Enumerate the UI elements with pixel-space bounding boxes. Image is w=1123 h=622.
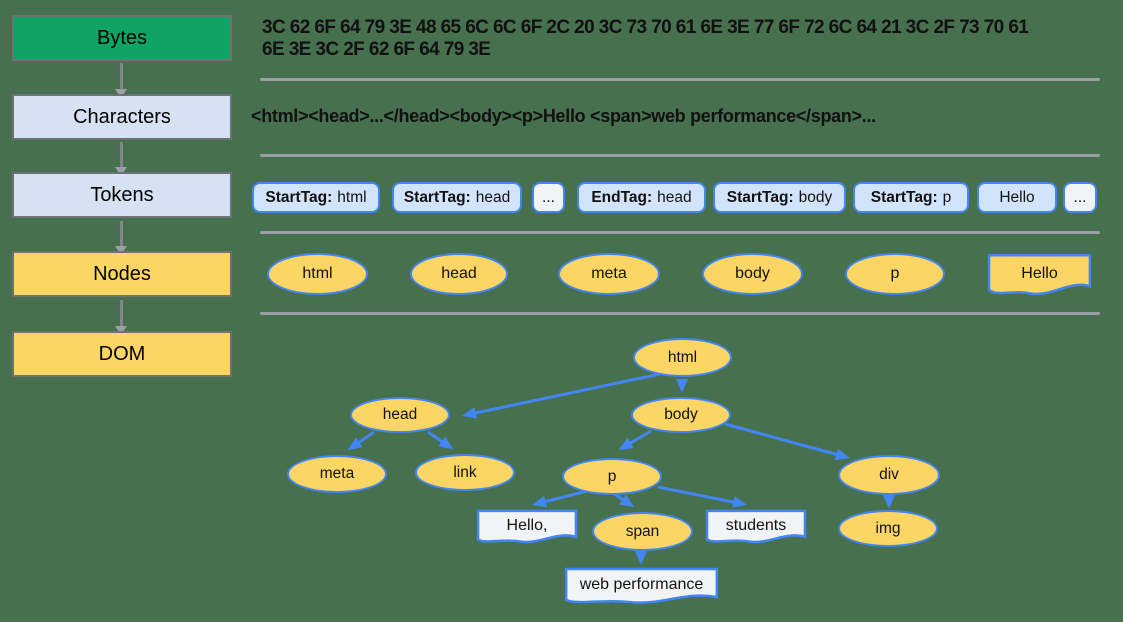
- node-label: img: [875, 519, 901, 537]
- node-body: body: [702, 253, 803, 295]
- down-arrow-icon: [114, 142, 127, 176]
- token-value: head: [657, 188, 692, 206]
- bytes-hex-line-1: 3C 62 6F 64 79 3E 48 65 6C 6C 6F 2C 20 3…: [262, 17, 1029, 38]
- token-value: Hello: [999, 188, 1035, 206]
- pipeline-box-characters: Characters: [12, 94, 232, 140]
- section-divider: [260, 312, 1100, 315]
- token-kind: StartTag:: [870, 188, 938, 206]
- token-starttag-body: StartTag:body: [713, 182, 846, 213]
- edge-body-p: [618, 429, 652, 451]
- dom-node-hello-text: Hello,: [476, 509, 578, 546]
- edge-head-meta: [347, 430, 375, 451]
- token-starttag-html: StartTag:html: [252, 182, 380, 213]
- bytes-hex-line-2: 6E 3E 3C 2F 62 6F 64 79 3E: [262, 39, 491, 60]
- token-value: head: [475, 188, 511, 206]
- node-label: meta: [319, 465, 355, 482]
- node-label: head: [382, 406, 418, 423]
- token-value: ...: [1073, 188, 1087, 206]
- pipeline-box-dom: DOM: [12, 331, 232, 377]
- token-endtag-head: EndTag:head: [577, 182, 706, 213]
- token-kind: EndTag:: [591, 188, 653, 206]
- down-arrow-icon: [114, 300, 127, 335]
- token-value: body: [798, 188, 833, 206]
- node-label: web performance: [579, 576, 704, 593]
- dom-node-students-text: students: [705, 509, 807, 546]
- edge-head-link: [427, 430, 454, 450]
- pipeline-box-nodes: Nodes: [12, 251, 232, 297]
- node-label: Hello: [1021, 265, 1058, 282]
- node-label: div: [879, 466, 899, 483]
- dom-node-link: link: [415, 454, 515, 491]
- node-head: head: [410, 253, 508, 295]
- pipeline-label-characters: Characters: [73, 105, 171, 128]
- dom-node-body: body: [631, 397, 731, 433]
- token-starttag-head: StartTag:head: [392, 182, 522, 213]
- node-label: html: [667, 348, 698, 366]
- node-label: head: [441, 265, 477, 282]
- node-p: p: [845, 253, 945, 295]
- pipeline-box-tokens: Tokens: [12, 172, 232, 218]
- dom-node-div: div: [838, 455, 940, 495]
- token-kind: StartTag:: [265, 188, 333, 206]
- characters-text: <html><head>...</head><body><p>Hello <sp…: [251, 106, 876, 126]
- node-label: span: [625, 522, 660, 540]
- node-text-hello: Hello: [987, 253, 1092, 299]
- node-label: body: [664, 406, 698, 423]
- dom-node-meta: meta: [287, 455, 387, 493]
- node-meta: meta: [558, 253, 660, 295]
- section-divider: [260, 154, 1100, 157]
- down-arrow-icon: [114, 221, 127, 255]
- token-kind: StartTag:: [726, 188, 794, 206]
- token-text-hello: Hello: [977, 182, 1057, 213]
- edge-p-students: [657, 485, 747, 508]
- dom-node-webperformance-text: web performance: [563, 567, 720, 607]
- node-label: p: [607, 467, 617, 485]
- dom-node-span: span: [592, 512, 693, 551]
- node-label: students: [725, 516, 787, 534]
- pipeline-label-nodes: Nodes: [93, 262, 151, 285]
- edge-html-head: [462, 372, 661, 419]
- dom-node-p: p: [562, 458, 662, 495]
- node-label: html: [302, 265, 333, 282]
- pipeline-label-bytes: Bytes: [96, 26, 148, 49]
- down-arrow-icon: [114, 63, 127, 98]
- token-value: p: [942, 188, 952, 206]
- token-value: html: [337, 188, 367, 206]
- token-value: ...: [542, 188, 555, 206]
- dom-node-img: img: [838, 510, 938, 547]
- dom-node-head: head: [350, 397, 450, 433]
- pipeline-label-dom: DOM: [98, 342, 146, 365]
- node-label: body: [735, 265, 770, 282]
- token-ellipsis: ...: [532, 182, 565, 213]
- edge-body-div: [724, 422, 850, 461]
- node-label: Hello,: [506, 516, 548, 534]
- pipeline-box-bytes: Bytes: [12, 15, 232, 61]
- token-starttag-p: StartTag:p: [853, 182, 969, 213]
- section-divider: [260, 231, 1100, 234]
- node-label: meta: [591, 265, 627, 282]
- node-label: link: [453, 463, 477, 481]
- edge-p-hello: [532, 489, 588, 508]
- token-ellipsis: ...: [1063, 182, 1097, 213]
- dom-node-html: html: [633, 338, 732, 377]
- node-label: p: [890, 265, 900, 282]
- pipeline-label-tokens: Tokens: [90, 183, 154, 206]
- node-html: html: [267, 253, 368, 295]
- section-divider: [260, 78, 1100, 81]
- token-kind: StartTag:: [403, 188, 471, 206]
